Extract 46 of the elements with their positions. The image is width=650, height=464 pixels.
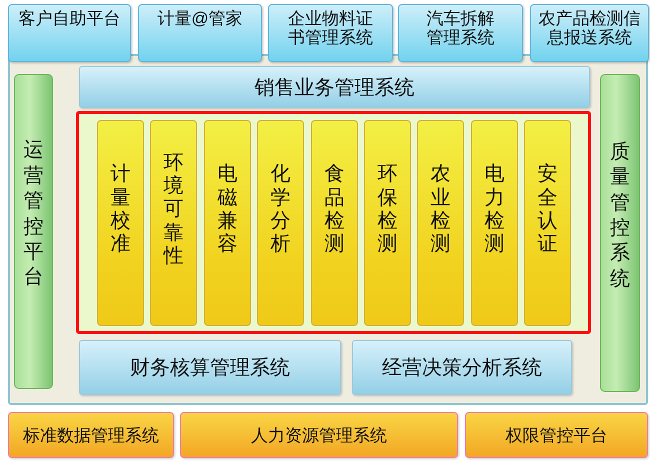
module-box [471,120,518,326]
support-box [180,412,458,458]
module-name: 计量校准 [110,163,130,257]
system-box [268,4,393,62]
system-name: 财务核算管理系统 [130,356,290,381]
panel-label: 质量管控系统 [610,140,630,292]
system-box [138,4,262,62]
system-name: 企业物料证书管理系统 [286,9,374,48]
module-box [364,120,411,326]
system-box [530,4,649,62]
highlight-frame [76,111,591,334]
system-name: 计量@管家 [157,9,243,28]
system-name: 客户自助平台 [18,9,120,28]
system-name: 农产品检测信息报送系统 [537,9,642,48]
system-name: 销售业务管理系统 [254,76,414,100]
panel-label: 运营管控平台 [24,138,44,290]
system-name: 标准数据管理系统 [23,424,159,446]
support-box [465,412,648,458]
module-box [204,120,251,326]
module-box [311,120,358,326]
module-name: 环保检测 [378,163,398,257]
module-box [97,120,144,326]
module-box [524,120,571,326]
system-name: 经营决策分析系统 [382,356,542,381]
module-name: 电力检测 [484,163,504,257]
system-box [398,4,523,62]
module-name: 环境可靠性 [164,152,184,268]
module-name: 化学分析 [270,163,290,257]
module-name: 电磁兼容 [218,163,238,257]
platform-frame [8,54,648,405]
module-box [150,120,197,326]
module-box [417,120,464,326]
system-name: 权限管控平台 [506,424,608,446]
side-panel [600,74,640,392]
system-name: 人力资源管理系统 [251,424,387,446]
module-name: 食品检测 [324,163,344,257]
module-box [257,120,304,326]
system-bar [352,340,572,395]
system-box [8,4,131,62]
system-name: 汽车拆解管理系统 [425,9,496,48]
module-name: 农业检测 [430,163,450,257]
side-panel [14,74,53,389]
system-bar [79,66,590,108]
system-bar [79,340,341,395]
support-box [8,412,174,458]
module-name: 安全认证 [538,163,558,257]
